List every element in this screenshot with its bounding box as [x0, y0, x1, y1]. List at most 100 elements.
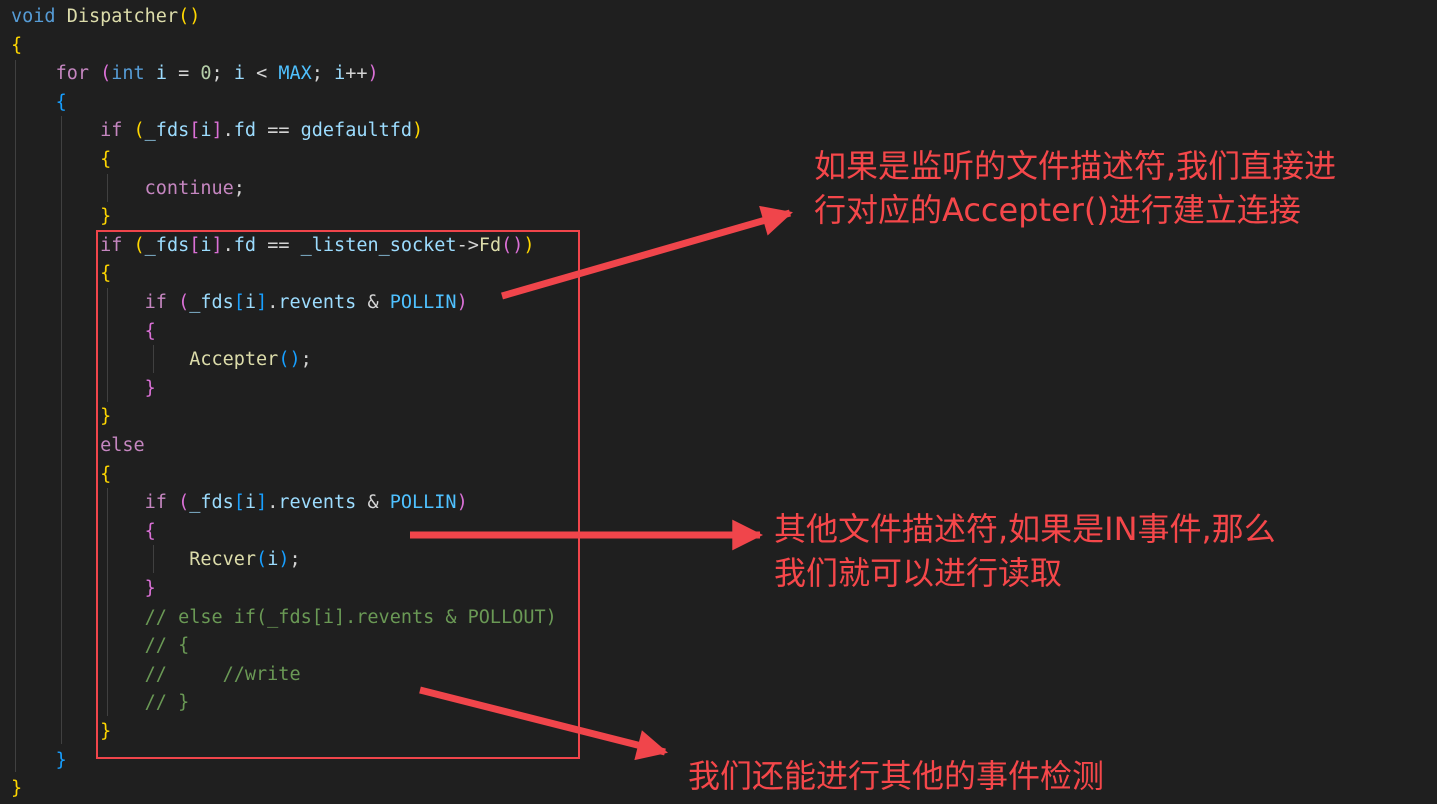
code-token: {: [11, 34, 23, 56]
code-line: for (int i = 0; i < MAX; i++): [11, 60, 379, 88]
code-token: _fds: [189, 292, 234, 313]
code-token: _fds: [189, 492, 234, 514]
code-token: (: [133, 234, 145, 256]
code-line: if (_fds[i].fd == _listen_socket->Fd()): [11, 232, 535, 260]
code-token: fd: [233, 120, 257, 142]
code-token: ->: [456, 234, 479, 256]
code-token: i: [244, 292, 257, 313]
code-line: {: [11, 461, 111, 489]
code-token: {: [144, 320, 156, 342]
code-token: ]: [256, 292, 268, 313]
code-token: (): [278, 349, 301, 371]
code-line: {: [11, 260, 111, 288]
code-token: }: [144, 578, 156, 599]
code-token: ]: [211, 234, 223, 256]
code-token: continue: [144, 177, 234, 199]
code-token: }: [55, 749, 67, 771]
code-token: {: [100, 149, 112, 170]
code-token: i: [267, 549, 279, 571]
code-token: i: [200, 234, 212, 256]
code-token: fd: [233, 234, 257, 256]
code-token: // {: [144, 635, 190, 657]
code-token: ): [278, 549, 290, 571]
code-line: if (_fds[i].revents & POLLIN): [11, 489, 468, 517]
code-token: void: [11, 6, 56, 27]
code-token: if: [144, 492, 167, 514]
code-line: // //write: [11, 661, 301, 689]
code-token: _fds: [144, 234, 190, 256]
code-token: int: [111, 63, 145, 85]
code-token: ;: [311, 63, 335, 85]
code-token: (: [178, 292, 190, 313]
code-token: Accepter: [189, 349, 279, 371]
code-token: ): [412, 120, 424, 142]
code-line: if (_fds[i].revents & POLLIN): [11, 289, 468, 317]
code-token: }: [144, 377, 156, 399]
code-line: void Dispatcher(): [11, 3, 200, 31]
indent-guide: [153, 345, 154, 373]
other-events-note: 我们还能进行其他的事件检测: [688, 757, 1105, 795]
code-token: <: [244, 63, 279, 85]
arrow-to-accepter-note: [501, 205, 793, 300]
code-line: {: [11, 32, 22, 60]
code-token: (): [501, 234, 524, 256]
code-token: ;: [211, 63, 234, 85]
code-token: // }: [144, 692, 190, 714]
code-token: i: [334, 63, 346, 85]
code-token: }: [100, 206, 112, 228]
code-token: Fd: [478, 234, 502, 256]
code-token: &: [356, 292, 390, 313]
code-token: ;: [233, 177, 245, 199]
code-token: .: [222, 234, 234, 256]
indent-guide: [61, 116, 62, 744]
code-token: ==: [256, 234, 301, 256]
code-line: }: [11, 747, 67, 775]
code-token: if: [100, 234, 123, 256]
code-token: revents: [278, 492, 357, 514]
code-token: }: [100, 721, 112, 742]
code-line: continue;: [11, 175, 245, 203]
code-token: Recver: [189, 549, 257, 571]
code-token: (: [256, 549, 268, 571]
indent-guide: [15, 60, 16, 772]
code-token: i: [233, 63, 245, 85]
code-token: (: [133, 120, 145, 142]
code-token: }: [11, 778, 23, 800]
code-line: // {: [11, 632, 190, 660]
code-token: MAX: [278, 63, 312, 85]
code-token: [: [233, 492, 245, 514]
code-token: i: [200, 120, 212, 142]
code-line: Recver(i);: [11, 546, 300, 574]
code-token: ): [367, 63, 379, 85]
code-token: (): [178, 6, 201, 27]
code-line: {: [11, 89, 67, 117]
code-token: Dispatcher: [66, 6, 179, 27]
code-token: 0: [200, 63, 212, 85]
code-token: _fds: [144, 120, 190, 142]
code-token: }: [100, 406, 112, 428]
code-token: if: [144, 292, 167, 313]
code-token: // else if(_fds[i].revents & POLLOUT): [144, 606, 557, 628]
code-token: _listen_socket: [300, 234, 457, 256]
code-token: {: [144, 520, 156, 542]
code-token: POLLIN: [389, 292, 457, 313]
code-token: (: [178, 492, 190, 514]
code-line: }: [11, 718, 111, 746]
code-line: }: [11, 375, 156, 403]
code-token: ]: [256, 492, 268, 514]
code-token: ): [456, 492, 468, 514]
arrow-to-other-events-note: [419, 686, 668, 761]
code-token: ): [523, 234, 535, 256]
code-line: // }: [11, 689, 190, 717]
code-token: .: [222, 120, 234, 142]
code-token: for: [55, 63, 89, 85]
code-token: ==: [256, 120, 301, 142]
code-token: gdefaultfd: [300, 120, 413, 142]
code-token: ;: [300, 349, 312, 371]
code-token: i: [244, 492, 257, 514]
code-token: [: [189, 234, 201, 256]
code-token: ++: [345, 63, 368, 85]
accepter-note: 如果是监听的文件描述符,我们直接进 行对应的Accepter()进行建立连接: [814, 147, 1337, 229]
